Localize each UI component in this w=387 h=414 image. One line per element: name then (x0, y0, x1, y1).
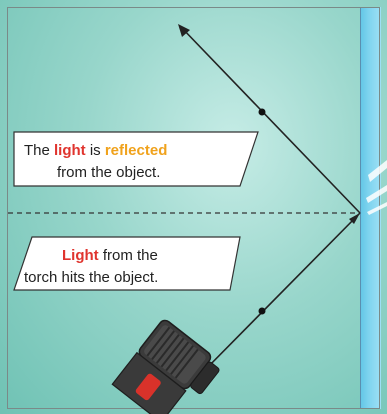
label-incoming-line2: torch hits the object. (24, 269, 158, 286)
reflected-ray-dot (259, 109, 266, 116)
label-reflected-line2: from the object. (57, 164, 160, 181)
label-incoming: Light from the torch hits the object. (14, 237, 240, 290)
label-reflected-line1: The light is reflected (24, 142, 167, 159)
surface-shine (366, 160, 387, 215)
incident-ray-dot (259, 308, 266, 315)
torch-icon (112, 318, 224, 414)
label-reflected: The light is reflected from the object. (14, 132, 258, 186)
label-incoming-line1: Light from the (62, 247, 158, 264)
